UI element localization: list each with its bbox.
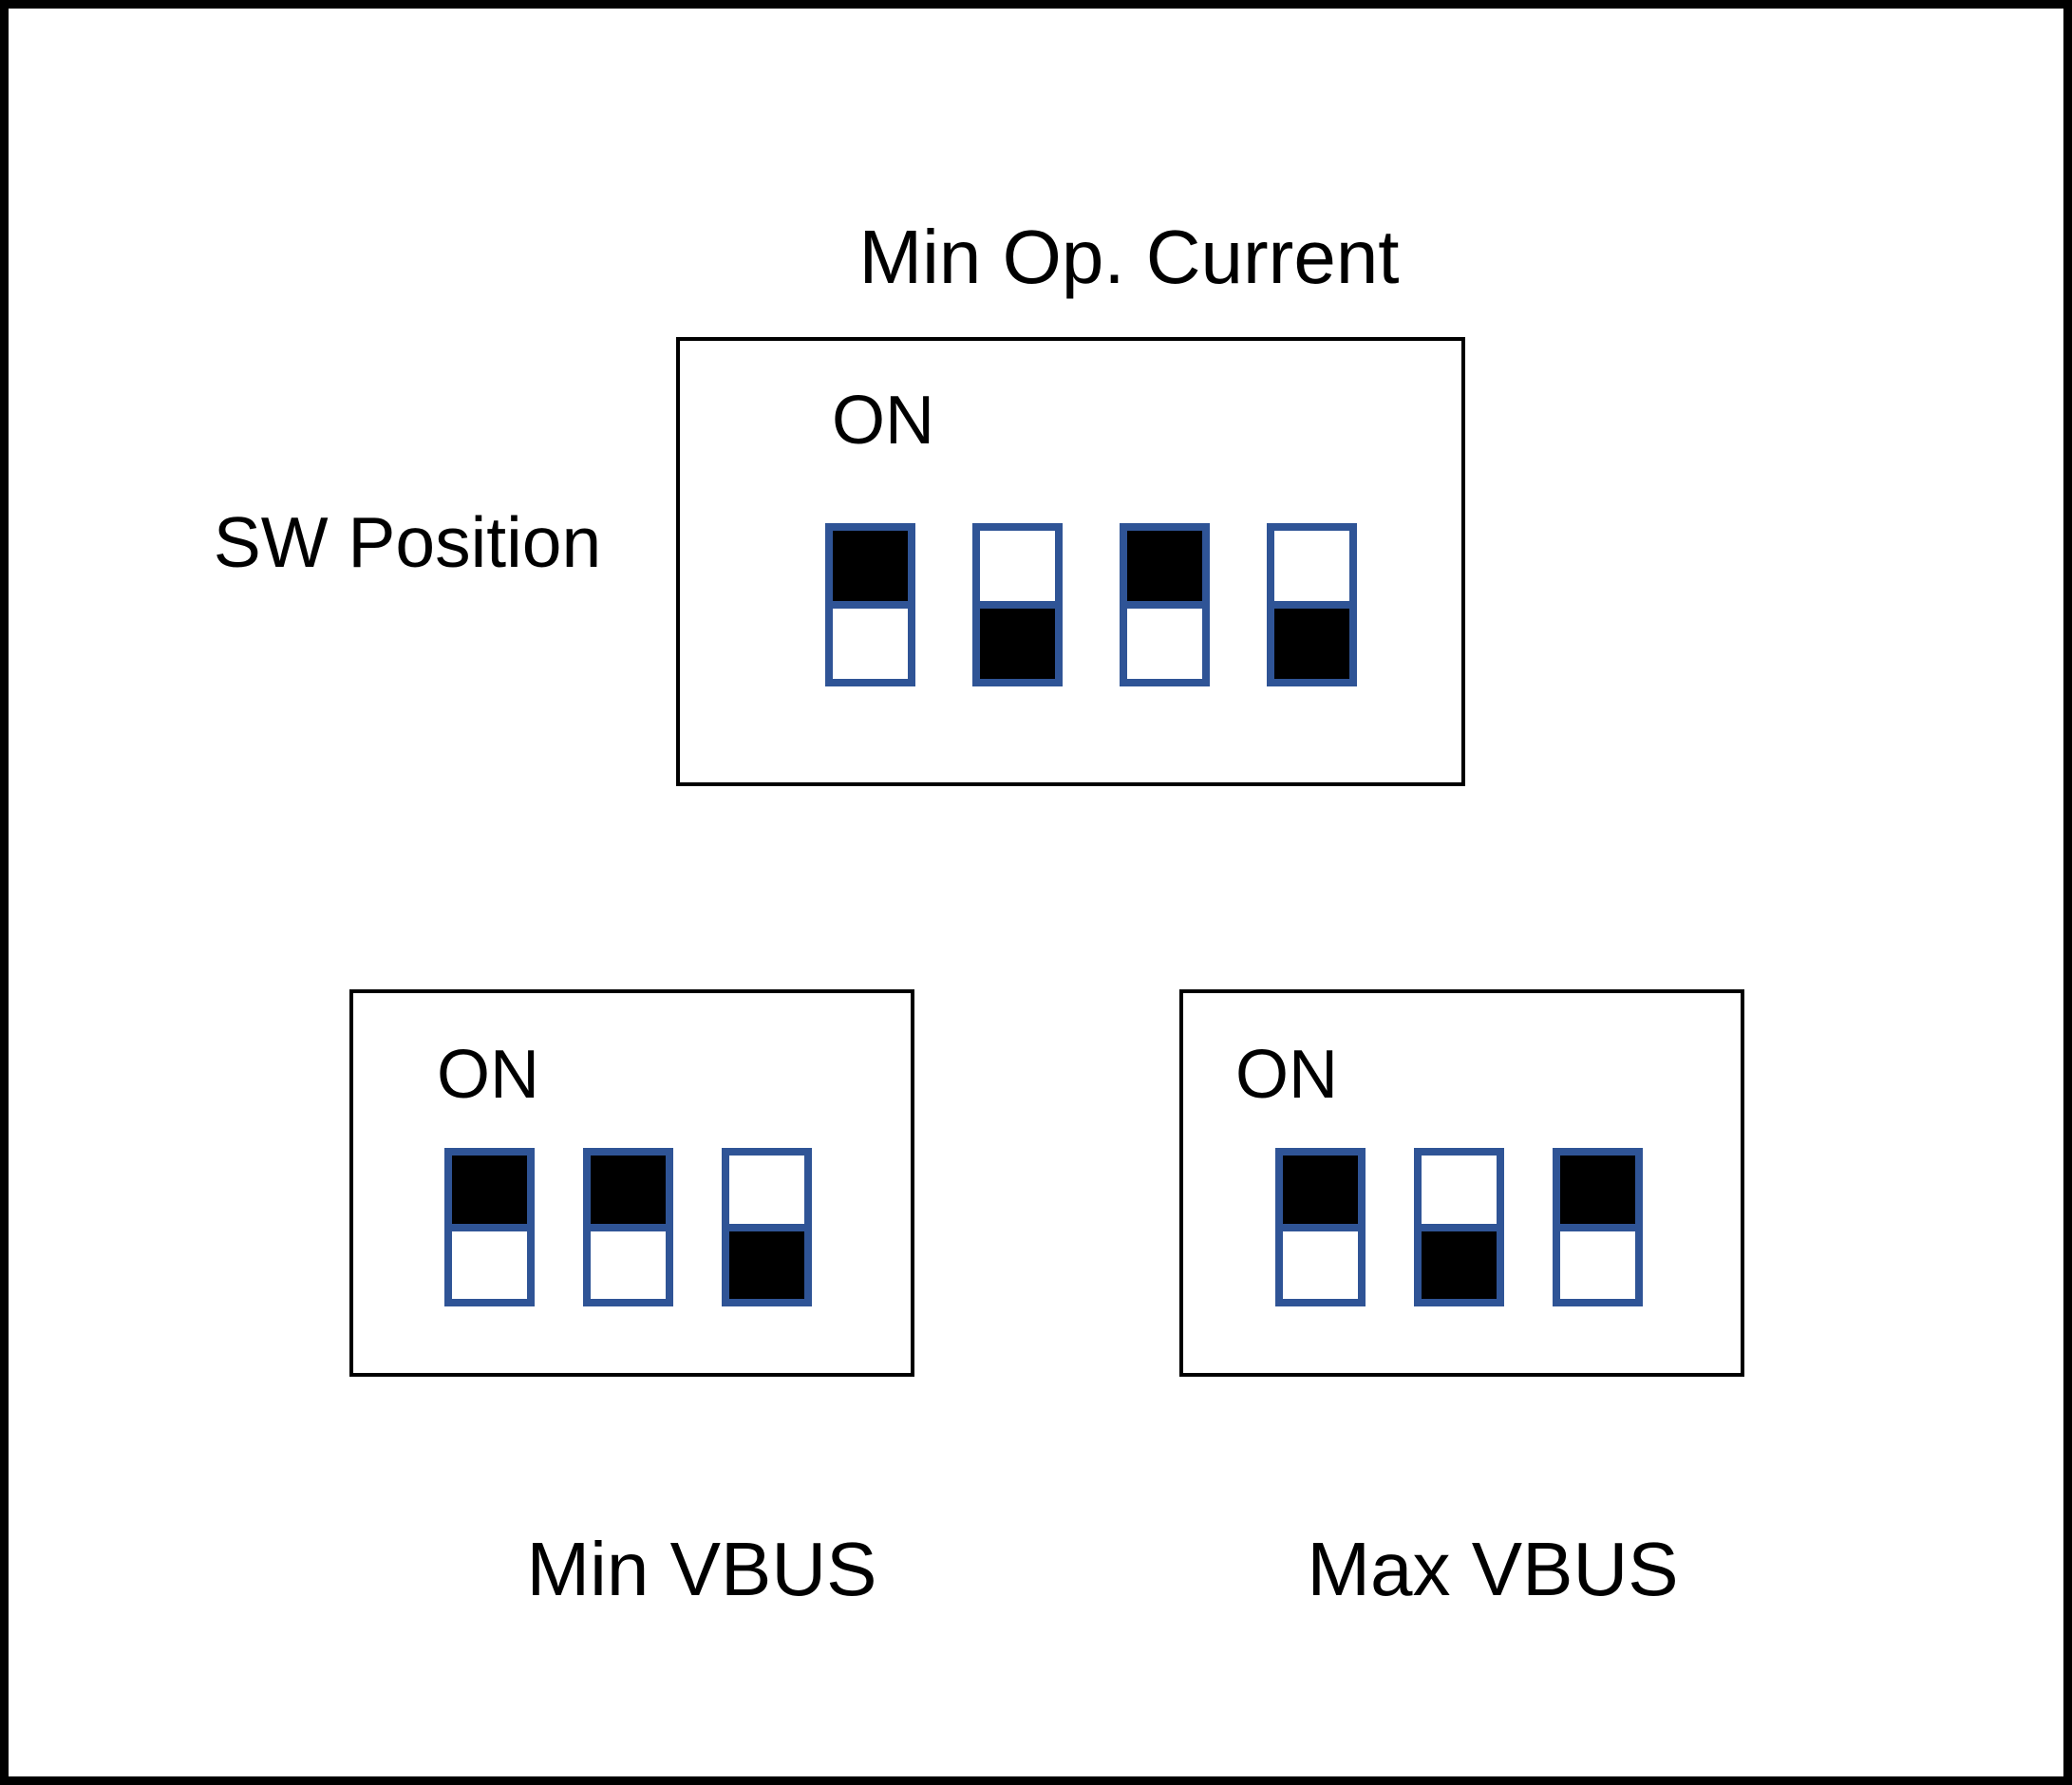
switch-bottom-cell bbox=[1560, 1231, 1635, 1299]
dip-switch-row bbox=[825, 523, 1357, 686]
panel-min-vbus: ON bbox=[349, 989, 914, 1377]
switch-bottom-cell bbox=[1422, 1231, 1497, 1299]
switch-top-cell bbox=[1127, 531, 1202, 609]
on-label: ON bbox=[1235, 1037, 1338, 1113]
panel-max-vbus: ON bbox=[1179, 989, 1744, 1377]
dip-switch-down bbox=[722, 1148, 812, 1306]
switch-bottom-cell bbox=[729, 1231, 804, 1299]
dip-switch-down bbox=[972, 523, 1063, 686]
dip-switch-up bbox=[444, 1148, 535, 1306]
dip-switch-up bbox=[1275, 1148, 1366, 1306]
sw-position-label: SW Position bbox=[213, 502, 602, 582]
switch-top-cell bbox=[833, 531, 908, 609]
switch-bottom-cell bbox=[452, 1231, 527, 1299]
on-label: ON bbox=[437, 1037, 539, 1113]
dip-switch-row bbox=[444, 1148, 812, 1306]
switch-bottom-cell bbox=[1274, 609, 1349, 679]
switch-top-cell bbox=[980, 531, 1055, 609]
dip-switch-up bbox=[583, 1148, 673, 1306]
switch-bottom-cell bbox=[1127, 609, 1202, 679]
switch-bottom-cell bbox=[833, 609, 908, 679]
switch-top-cell bbox=[729, 1156, 804, 1231]
switch-bottom-cell bbox=[980, 609, 1055, 679]
switch-top-cell bbox=[452, 1156, 527, 1231]
switch-top-cell bbox=[1560, 1156, 1635, 1231]
switch-top-cell bbox=[1274, 531, 1349, 609]
panel-min-op-current: ON bbox=[676, 337, 1465, 786]
on-label: ON bbox=[832, 383, 934, 459]
switch-top-cell bbox=[1283, 1156, 1358, 1231]
dip-switch-up bbox=[1120, 523, 1210, 686]
switch-top-cell bbox=[591, 1156, 666, 1231]
max-vbus-label: Max VBUS bbox=[1307, 1527, 1679, 1611]
switch-bottom-cell bbox=[1283, 1231, 1358, 1299]
min-vbus-label: Min VBUS bbox=[526, 1527, 877, 1611]
dip-switch-row bbox=[1275, 1148, 1643, 1306]
dip-switch-up bbox=[825, 523, 915, 686]
figure-title: Min Op. Current bbox=[858, 215, 1400, 299]
switch-bottom-cell bbox=[591, 1231, 666, 1299]
switch-top-cell bbox=[1422, 1156, 1497, 1231]
dip-switch-down bbox=[1267, 523, 1357, 686]
dip-switch-up bbox=[1553, 1148, 1643, 1306]
dip-switch-down bbox=[1414, 1148, 1504, 1306]
